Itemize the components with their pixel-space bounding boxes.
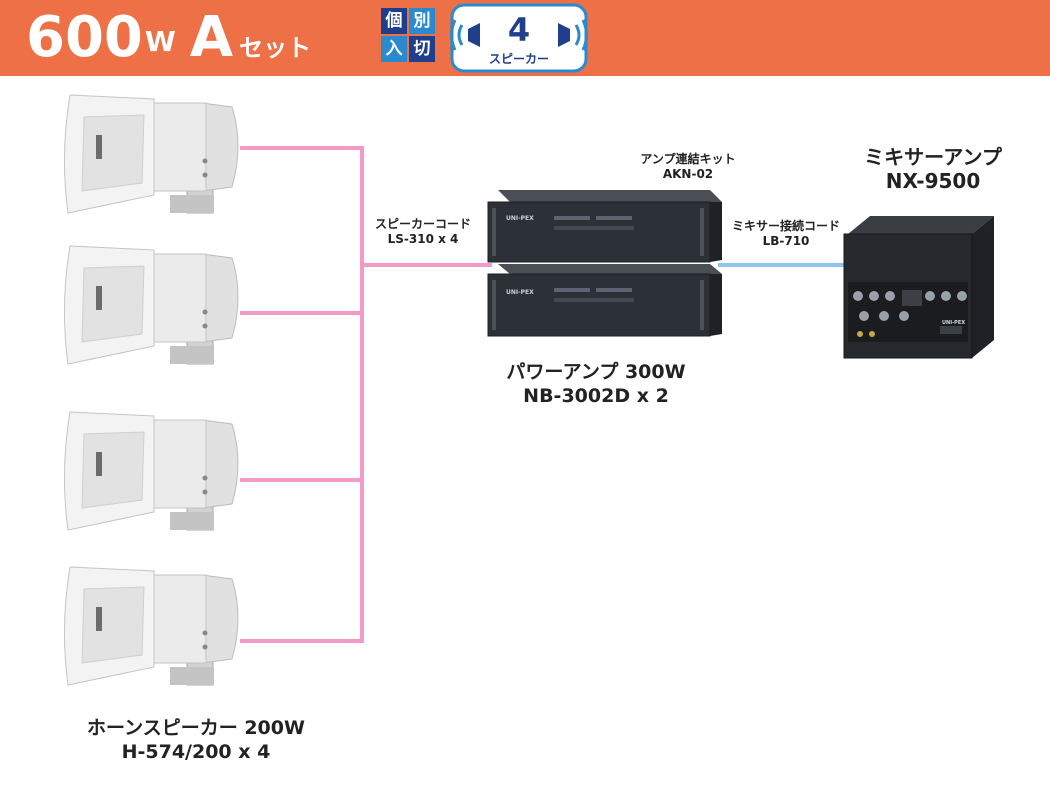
speaker-cord-model: LS-310 x 4: [387, 232, 459, 246]
power-amp-stack: UNI-PEX UNI-PEX: [487, 190, 722, 337]
horn-speaker-name: ホーンスピーカー 200W: [87, 717, 305, 739]
mixer-amp-label: ミキサーアンプ NX-9500: [838, 145, 1028, 193]
title-set-letter: A: [189, 5, 234, 70]
four-speaker-badge: 4 スピーカー: [450, 3, 588, 73]
power-amp-name: パワーアンプ 300W: [506, 361, 686, 383]
badge-char-2: 別: [409, 8, 435, 34]
title-set-suffix: セット: [239, 34, 312, 62]
amp-1-brand: UNI-PEX: [506, 215, 534, 222]
amp-2-brand: UNI-PEX: [506, 289, 534, 296]
horn-speaker-model: H-574/200 x 4: [121, 741, 271, 763]
power-amp-1: UNI-PEX: [487, 190, 722, 263]
badge-speaker-text: スピーカー: [489, 52, 549, 66]
mixer-amp: UNI-PEX: [843, 216, 994, 359]
mixer-cord-name: ミキサー接続コード: [731, 219, 840, 233]
badge-char-3: 入: [381, 36, 407, 62]
power-amp-2: UNI-PEX: [487, 264, 722, 337]
link-kit-name: アンプ連結キット: [640, 152, 736, 166]
link-kit-model: AKN-02: [662, 167, 714, 181]
horn-speaker-3: [63, 411, 239, 531]
title-watt: 600: [26, 5, 143, 70]
power-amp-label: パワーアンプ 300W NB-3002D x 2: [466, 360, 726, 408]
horn-speaker-1: [63, 94, 239, 214]
speaker-cord-name: スピーカーコード: [374, 217, 471, 231]
badge-char-4: 切: [409, 36, 435, 62]
mixer-cord-label: ミキサー接続コード LB-710: [716, 219, 856, 249]
mixer-amp-model: NX-9500: [885, 169, 981, 193]
badge-number: 4: [508, 11, 530, 49]
speaker-cables: [240, 146, 492, 643]
mixer-brand: UNI-PEX: [942, 320, 965, 326]
left-speaker-icon: [450, 19, 480, 51]
mixer-cord-model: LB-710: [762, 234, 810, 248]
horn-speaker-4: [63, 566, 239, 686]
horn-speaker-label: ホーンスピーカー 200W H-574/200 x 4: [46, 716, 346, 764]
horn-speaker-2: [63, 245, 239, 365]
speaker-cord-label: スピーカーコード LS-310 x 4: [358, 217, 488, 247]
individual-switch-badge: 個 別 入 切: [381, 8, 437, 64]
link-kit-label: アンプ連結キット AKN-02: [618, 152, 758, 182]
badge-char-1: 個: [381, 8, 407, 34]
mixer-amp-name: ミキサーアンプ: [864, 145, 1002, 169]
title-watt-unit: W: [144, 25, 176, 58]
right-speaker-icon: [558, 19, 588, 51]
power-amp-model: NB-3002D x 2: [523, 385, 669, 407]
